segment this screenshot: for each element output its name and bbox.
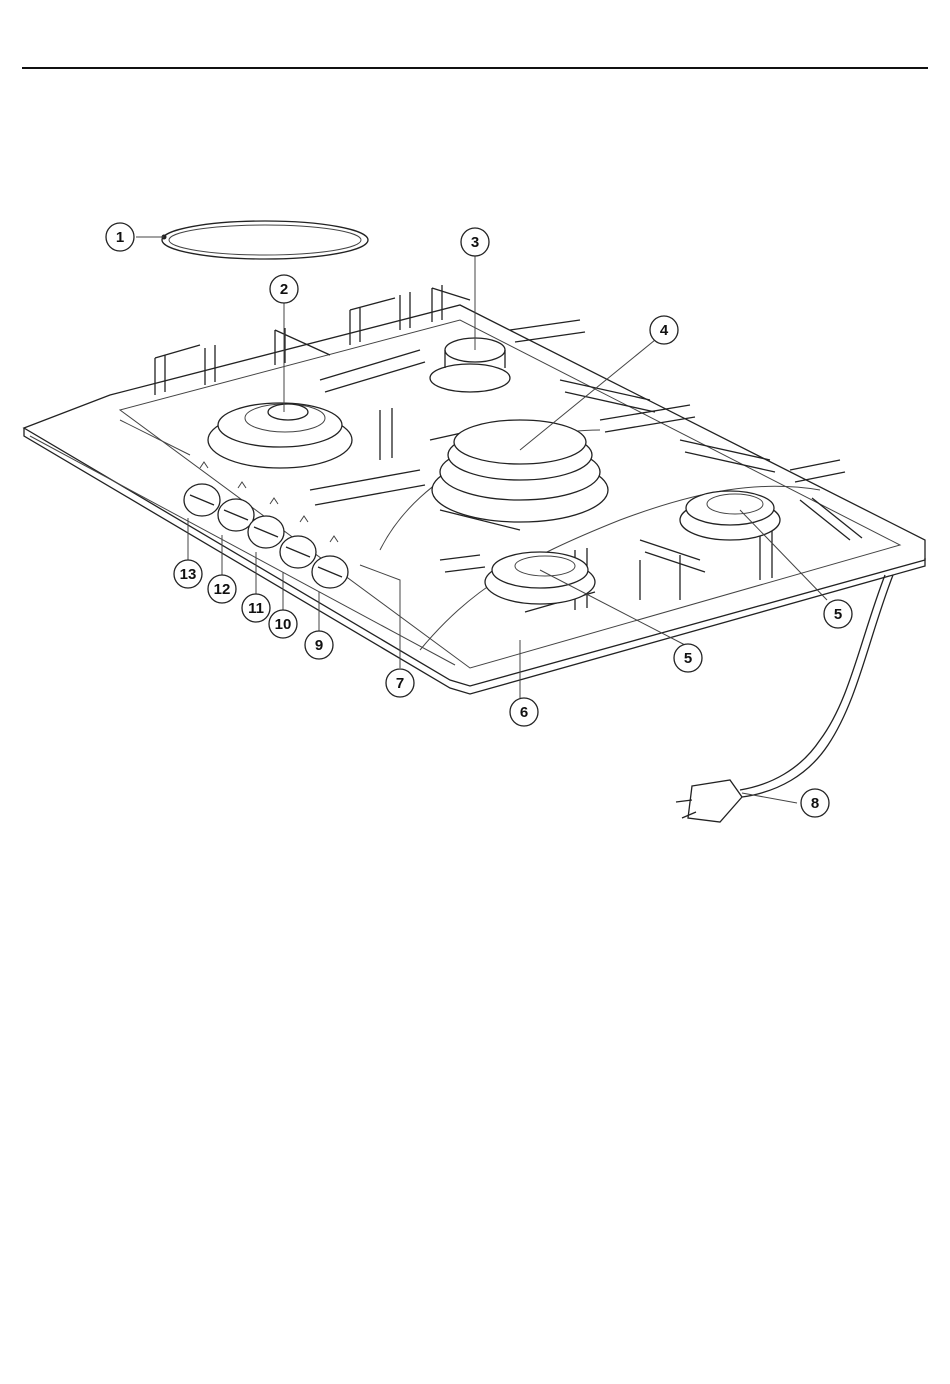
knob-9	[312, 556, 348, 588]
callout-12: 12	[208, 575, 236, 603]
callout-1: 1	[106, 223, 134, 251]
callout-8: 8	[801, 789, 829, 817]
burner-triple-ring	[432, 420, 608, 522]
callout-6: 6	[510, 698, 538, 726]
callout-label: 6	[520, 704, 528, 721]
callout-5a: 5	[824, 600, 852, 628]
callout-label: 5	[684, 650, 692, 667]
callout-label: 5	[834, 606, 842, 623]
callout-11: 11	[242, 594, 270, 622]
knob-10	[280, 536, 316, 568]
callout-label: 12	[214, 581, 231, 598]
callout-label: 10	[275, 616, 292, 633]
burner-front	[485, 552, 595, 604]
callout-label: 2	[280, 281, 288, 298]
knob-13	[184, 484, 220, 516]
callout-5b: 5	[674, 644, 702, 672]
knob-11	[248, 516, 284, 548]
callout-label: 1	[116, 229, 124, 246]
burner-right	[680, 491, 780, 540]
callout-3: 3	[461, 228, 489, 256]
callout-9: 9	[305, 631, 333, 659]
callout-13: 13	[174, 560, 202, 588]
callout-label: 3	[471, 234, 479, 251]
seal-ring	[162, 221, 369, 259]
callout-label: 8	[811, 795, 819, 812]
burner-left	[208, 403, 352, 468]
callout-label: 13	[180, 566, 197, 583]
callout-10: 10	[269, 610, 297, 638]
callout-2: 2	[270, 275, 298, 303]
callout-label: 4	[660, 322, 669, 339]
callout-7: 7	[386, 669, 414, 697]
callout-label: 7	[396, 675, 404, 692]
callout-label: 11	[248, 600, 264, 617]
callout-4: 4	[650, 316, 678, 344]
callout-label: 9	[315, 637, 323, 654]
